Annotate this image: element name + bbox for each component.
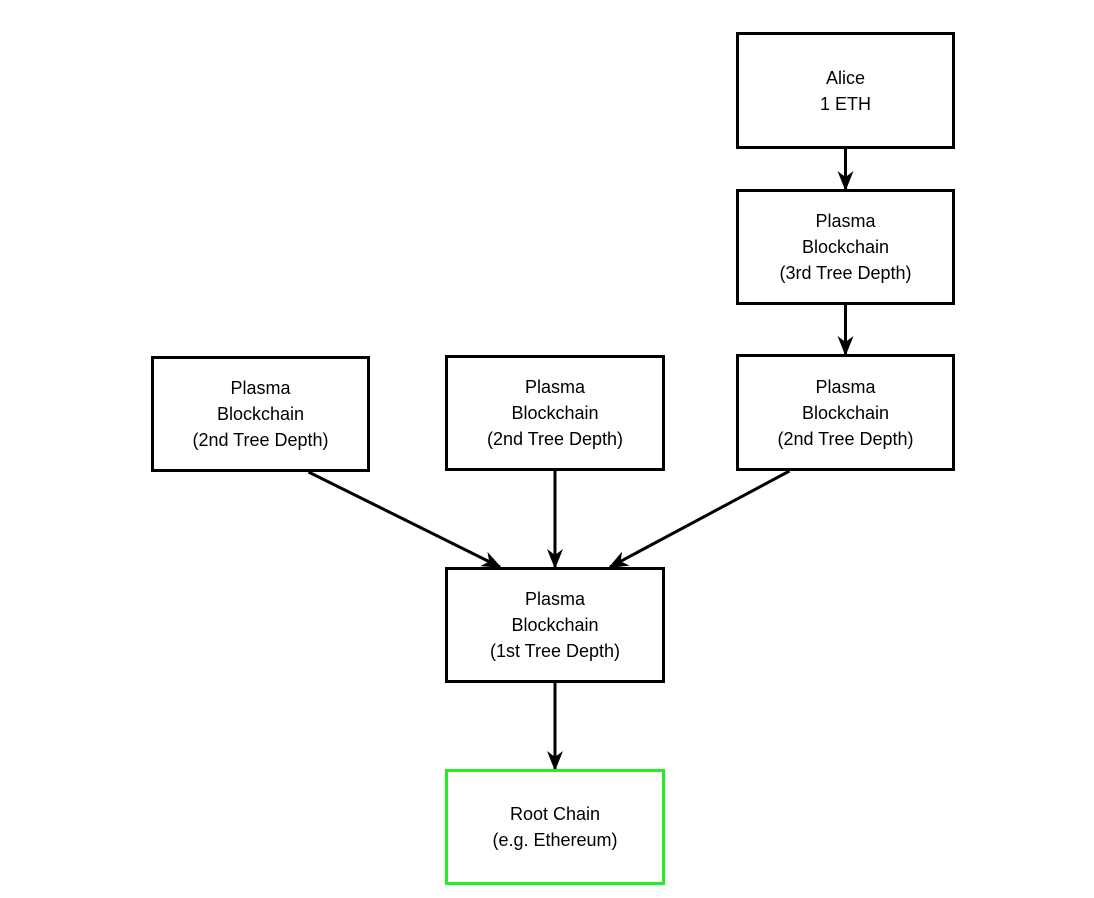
node-root-chain-label: Root Chain (e.g. Ethereum) [492, 801, 617, 853]
node-plasma-1st-depth: Plasma Blockchain (1st Tree Depth) [445, 567, 665, 683]
node-plasma-2nd-depth-left-label: Plasma Blockchain (2nd Tree Depth) [192, 375, 328, 453]
node-line: (2nd Tree Depth) [486, 429, 624, 449]
node-line: Alice [825, 67, 865, 88]
edge-arrow-plasma-2nd-right-to-plasma-1st [608, 469, 791, 569]
node-line: (2nd Tree Depth) [192, 430, 329, 450]
node-line: (e.g. Ethereum) [492, 830, 618, 850]
node-line: (1st Tree Depth) [489, 641, 621, 661]
node-alice: Alice 1 ETH [736, 32, 955, 149]
node-line: Blockchain [511, 615, 599, 635]
node-plasma-2nd-depth-middle: Plasma Blockchain (2nd Tree Depth) [445, 355, 665, 471]
node-plasma-2nd-depth-middle-label: Plasma Blockchain (2nd Tree Depth) [487, 374, 623, 452]
node-line: Plasma [524, 589, 586, 609]
node-plasma-2nd-depth-right-label: Plasma Blockchain (2nd Tree Depth) [777, 374, 913, 452]
node-plasma-3rd-depth: Plasma Blockchain (3rd Tree Depth) [736, 189, 955, 305]
node-line: (2nd Tree Depth) [777, 428, 914, 449]
node-line: Root Chain [509, 804, 601, 824]
node-line: Blockchain [511, 403, 599, 423]
node-line: Blockchain [801, 402, 890, 423]
node-line: Blockchain [801, 237, 890, 257]
node-line: Plasma [815, 211, 876, 231]
node-alice-label: Alice 1 ETH [820, 65, 871, 117]
edge-group [307, 149, 854, 771]
edge-arrow-plasma-2nd-left-to-plasma-1st [307, 470, 502, 569]
node-plasma-2nd-depth-left: Plasma Blockchain (2nd Tree Depth) [151, 356, 370, 472]
node-line: Plasma [524, 377, 585, 397]
node-line: Plasma [230, 378, 291, 398]
node-plasma-2nd-depth-right: Plasma Blockchain (2nd Tree Depth) [736, 354, 955, 471]
node-plasma-3rd-depth-label: Plasma Blockchain (3rd Tree Depth) [779, 208, 911, 286]
node-plasma-1st-depth-label: Plasma Blockchain (1st Tree Depth) [490, 586, 620, 664]
node-line: Blockchain [216, 404, 305, 424]
node-line: (3rd Tree Depth) [779, 263, 912, 283]
node-root-chain: Root Chain (e.g. Ethereum) [445, 769, 665, 885]
node-line: Plasma [815, 376, 876, 397]
node-line: 1 ETH [819, 93, 871, 114]
